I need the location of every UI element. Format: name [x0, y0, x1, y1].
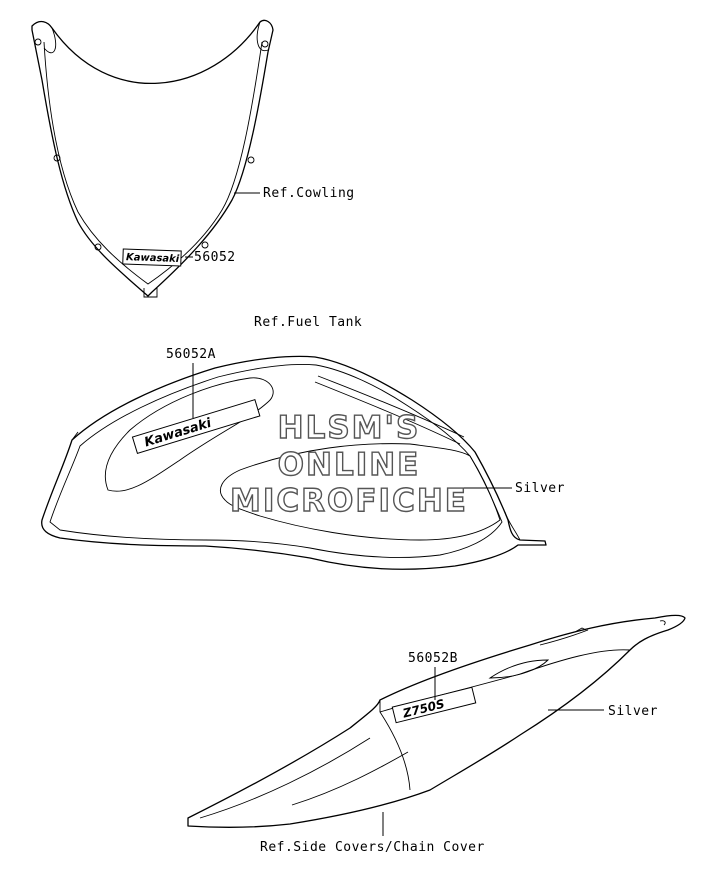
part-56052-label: 56052: [194, 250, 236, 265]
ref-fuel-tank-label: Ref.Fuel Tank: [254, 315, 362, 330]
silver-tank-label: Silver: [515, 481, 565, 496]
part-56052A-label: 56052A: [166, 347, 216, 362]
side-cover-emblem: Z750S: [391, 686, 477, 724]
tank-emblem: Kawasaki: [131, 399, 261, 454]
watermark: HLSM'S ONLINE MICROFICHE: [229, 409, 468, 519]
windshield-emblem: Kawasaki: [122, 248, 182, 267]
watermark-line-2: ONLINE: [278, 447, 421, 483]
side-cover: [187, 614, 686, 828]
part-56052B-label: 56052B: [408, 651, 458, 666]
windshield-emblem-text: Kawasaki: [126, 252, 180, 265]
windshield: [31, 19, 274, 298]
ref-cowling-label: Ref.Cowling: [263, 186, 355, 201]
ref-side-covers-label: Ref.Side Covers/Chain Cover: [260, 840, 485, 855]
watermark-line-3: MICROFICHE: [230, 483, 468, 519]
fuel-tank: [41, 355, 547, 570]
silver-cover-label: Silver: [608, 704, 658, 719]
watermark-line-1: HLSM'S: [278, 410, 421, 446]
